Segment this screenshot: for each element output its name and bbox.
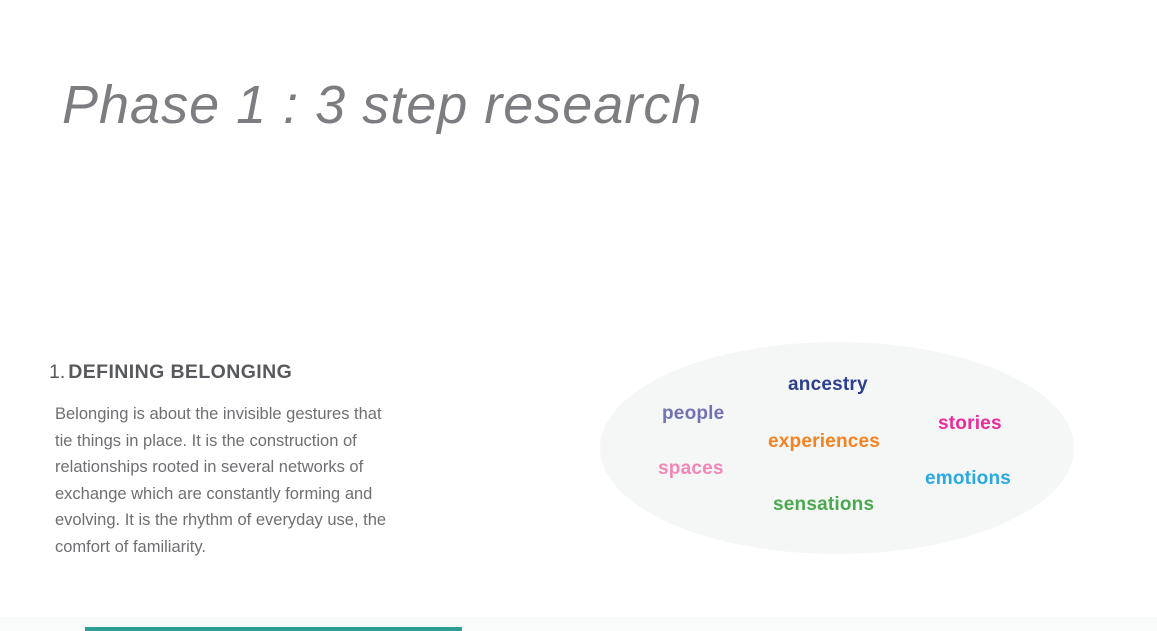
section-heading-row: 1.DEFINING BELONGING — [49, 361, 292, 384]
word-experiences: experiences — [768, 431, 881, 452]
word-cloud-ellipse: ancestry people stories experiences spac… — [600, 342, 1074, 554]
word-ancestry: ancestry — [788, 374, 868, 395]
word-sensations: sensations — [773, 494, 875, 515]
section-heading: DEFINING BELONGING — [68, 361, 293, 383]
section-number: 1. — [49, 361, 66, 383]
word-people: people — [662, 403, 725, 424]
section-body-text: Belonging is about the invisible gesture… — [55, 405, 387, 556]
word-stories: stories — [938, 413, 1002, 434]
bottom-accent-bar — [85, 627, 462, 631]
word-emotions: emotions — [925, 468, 1012, 489]
word-spaces: spaces — [658, 458, 724, 479]
slide-title: Phase 1 : 3 step research — [62, 75, 703, 135]
